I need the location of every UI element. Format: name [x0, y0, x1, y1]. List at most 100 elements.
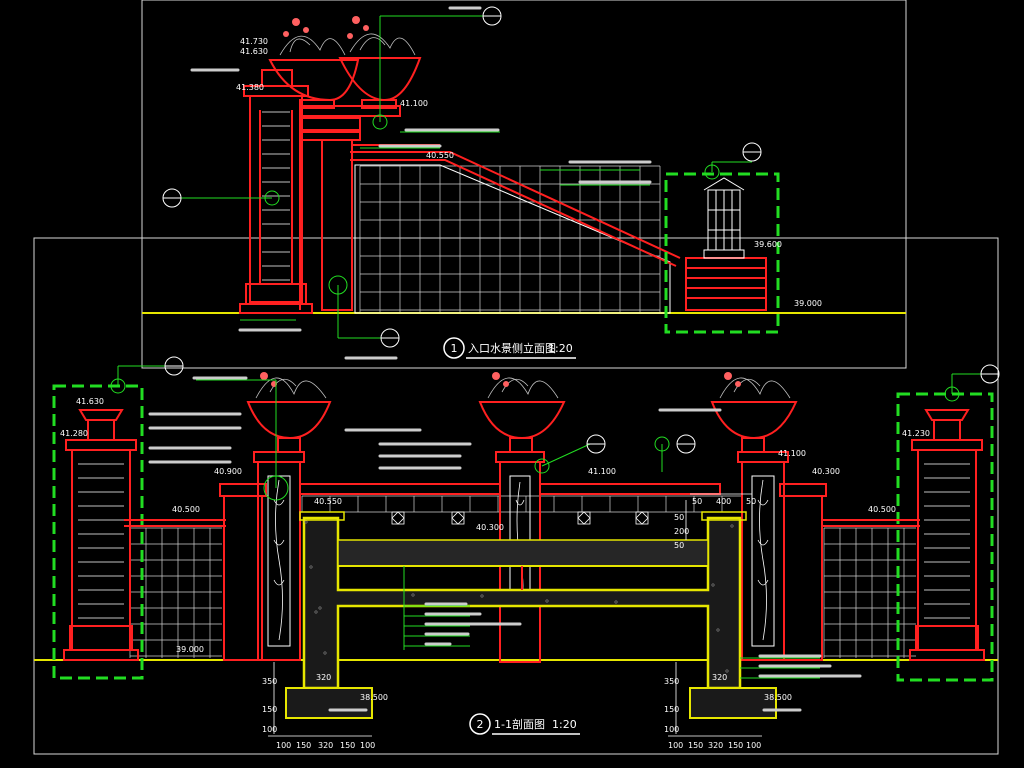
dim-height-3: 350	[262, 677, 277, 686]
dim-footing-1: 100	[276, 741, 291, 750]
elev-footing-right: 38.500	[764, 693, 792, 702]
dim-height-2: 150	[262, 705, 277, 714]
section-leaders	[110, 365, 990, 679]
section-piers	[63, 409, 985, 661]
section-dimension-text: 100 150 320 150 100 100 150 320 150 100 …	[262, 497, 761, 750]
dim-coping-3: 50	[746, 497, 756, 506]
viewport-frames	[33, 0, 999, 755]
view-scale: 1:20	[548, 342, 573, 355]
elev-footing-left: 38.500	[360, 693, 388, 702]
section-elevation-marks: 41.630 41.280 40.500 41.230 40.500 40.90…	[60, 397, 930, 702]
dim-wall-thickness-right: 320	[712, 673, 727, 682]
section-flowers	[260, 372, 741, 387]
side-elevation-frame	[141, 0, 907, 369]
dim-footing-2: 150	[296, 741, 311, 750]
dim-height-r3: 350	[664, 677, 679, 686]
hatch-dot	[730, 524, 734, 528]
hatch-dot	[304, 520, 308, 524]
elev-post-mid-right: 41.100	[778, 449, 806, 458]
dim-footing-r2: 150	[688, 741, 703, 750]
side-lamp-pedestal	[685, 257, 767, 311]
hatch-dot	[725, 669, 729, 673]
elev-lamp-base: 39.600	[754, 240, 782, 249]
elev-ground-section: 39.000	[176, 645, 204, 654]
hatch-dot	[716, 628, 720, 632]
elev-top-urn: 41.730	[240, 37, 268, 46]
dim-basin-2: 200	[674, 527, 689, 536]
section-coping	[124, 483, 920, 661]
section-wall-tiles	[129, 495, 916, 658]
section-title-text: 1-1剖面图	[494, 717, 545, 731]
side-callout-bubbles	[162, 6, 762, 348]
section-scale: 1:20	[552, 718, 577, 731]
elev-wall-left: 40.500	[172, 505, 200, 514]
side-flowers	[283, 16, 369, 39]
elev-post-top: 41.100	[588, 467, 616, 476]
elev-basin-water: 40.300	[476, 523, 504, 532]
hatch-dot	[480, 594, 484, 598]
elev-basin-rim: 40.550	[314, 497, 342, 506]
side-lamp-highlight	[664, 172, 780, 334]
side-urns	[268, 57, 422, 109]
dim-wall-thickness-left: 320	[316, 673, 331, 682]
section-number: 2	[477, 718, 484, 731]
dim-basin-3: 50	[674, 541, 684, 550]
section-plants	[255, 377, 791, 399]
view-number: 1	[451, 342, 458, 355]
side-elevation: 41.730 41.630 41.380 41.100 40.550 39.60…	[142, 6, 906, 360]
dim-footing-4: 150	[340, 741, 355, 750]
dim-footing-3: 320	[318, 741, 333, 750]
dim-height-r1: 100	[664, 725, 679, 734]
dim-coping-1: 50	[692, 497, 702, 506]
dim-footing-r4: 150	[728, 741, 743, 750]
section-view: 41.630 41.280 40.500 41.230 40.500 40.90…	[34, 356, 1000, 750]
elev-right-pier-top: 41.230	[902, 429, 930, 438]
section-dimensions	[268, 493, 762, 737]
side-leaders	[164, 15, 752, 339]
elev-wall-top: 40.550	[426, 151, 454, 160]
section-ornaments	[391, 511, 649, 525]
view-title: 入口水景侧立面图	[468, 341, 556, 355]
section-number-bubble	[469, 713, 491, 735]
view-number-bubble	[443, 337, 465, 359]
dim-height-1: 100	[262, 725, 277, 734]
side-pier	[239, 69, 313, 314]
hatch-dot	[314, 610, 318, 614]
dim-coping-2: 400	[716, 497, 731, 506]
side-note-lines	[190, 6, 652, 360]
elev-left-pier-cap: 41.280	[60, 429, 88, 438]
side-wall-tiles	[354, 164, 671, 314]
elev-top-urn-lower: 41.630	[240, 47, 268, 56]
elev-upper-beam: 41.100	[400, 99, 428, 108]
side-lamp	[703, 177, 745, 259]
side-elevation-title: 1 入口水景侧立面图 1:20	[443, 337, 576, 359]
section-callout-bubbles	[164, 356, 1000, 454]
dim-footing-r3: 320	[708, 741, 723, 750]
hatch-dot	[318, 606, 322, 610]
side-beams	[299, 105, 401, 311]
dim-footing-5: 100	[360, 741, 375, 750]
hatch-dot	[309, 565, 313, 569]
elev-pier-cap: 41.380	[236, 83, 264, 92]
elev-ground-side: 39.000	[794, 299, 822, 308]
side-pier-courses	[262, 111, 290, 281]
dim-height-r2: 150	[664, 705, 679, 714]
dim-basin-1: 50	[674, 513, 684, 522]
basin-water	[337, 539, 709, 567]
hatch-dot	[711, 583, 715, 587]
section-pier-courses	[78, 463, 970, 619]
dim-footing-r5: 100	[746, 741, 761, 750]
section-note-lines	[148, 376, 862, 712]
side-plants	[279, 33, 416, 56]
elev-wall-mid-right: 40.300	[812, 467, 840, 476]
side-elevation-marks: 41.730 41.630 41.380 41.100 40.550 39.60…	[236, 37, 822, 308]
elev-left-pier-top: 41.630	[76, 397, 104, 406]
section-title: 2 1-1剖面图 1:20	[469, 713, 580, 735]
dim-footing-r1: 100	[668, 741, 683, 750]
section-basin	[285, 511, 777, 719]
hatch-dot	[411, 593, 415, 597]
section-urns	[246, 401, 798, 453]
hatch-dot	[614, 600, 618, 604]
elev-wall-right: 40.500	[868, 505, 896, 514]
